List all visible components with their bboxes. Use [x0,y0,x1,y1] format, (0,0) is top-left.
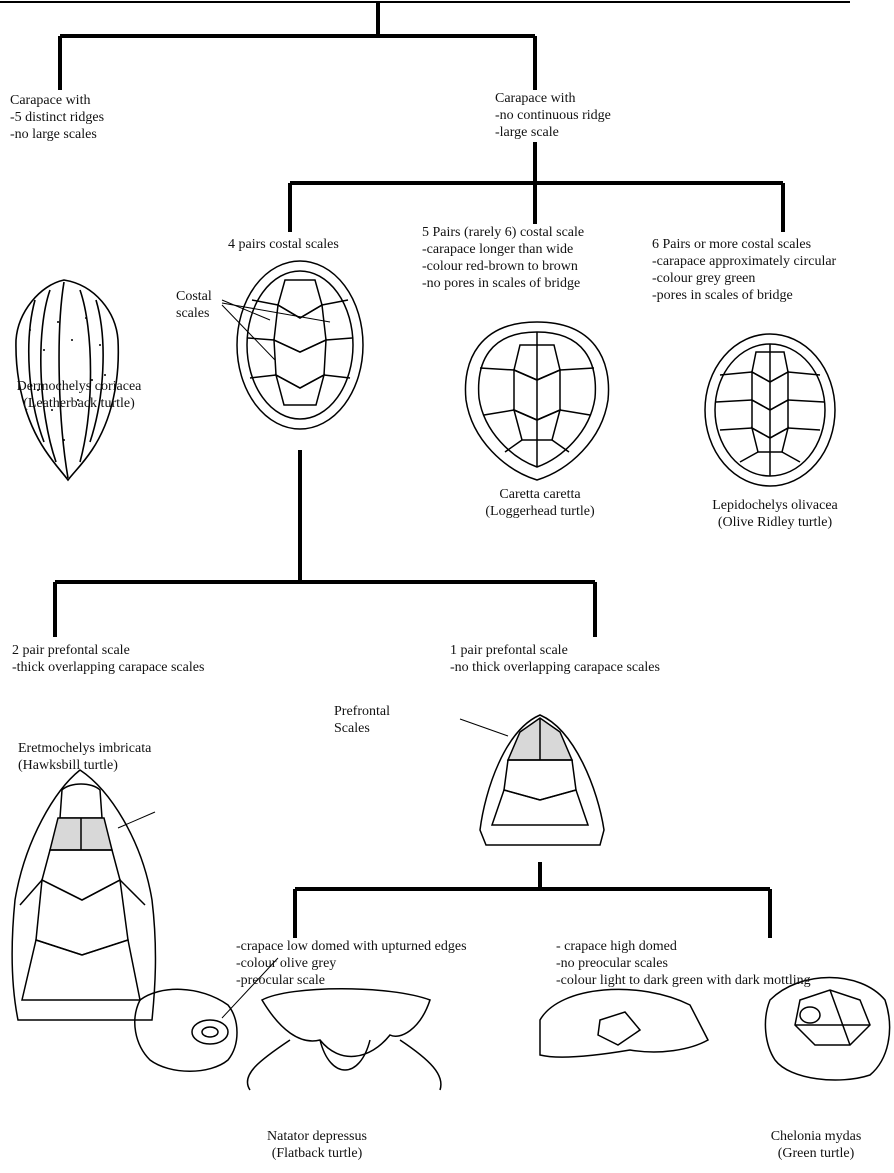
branch-two-prefrontal-line-1: 2 pair prefontal scale [12,642,204,659]
costal-scales-line-1: Costal [176,288,212,305]
branch-high-domed-line-2: -no preocular scales [556,955,811,972]
branch-high-domed-line-1: - crapace high domed [556,938,811,955]
species-flatback-scientific: Natator depressus [252,1128,382,1145]
branch-one-prefrontal-line-2: -no thick overlapping carapace scales [450,659,660,676]
species-hawksbill: Eretmochelys imbricata (Hawksbill turtle… [18,740,151,774]
species-olive-ridley-scientific: Lepidochelys olivacea [700,497,850,514]
species-hawksbill-scientific: Eretmochelys imbricata [18,740,151,757]
species-olive-ridley: Lepidochelys olivacea (Olive Ridley turt… [700,497,850,531]
branch-five-pairs-label: 5 Pairs (rarely 6) costal scale -carapac… [422,224,584,292]
branch-six-pairs-line-4: -pores in scales of bridge [652,287,836,304]
branch-six-pairs-label: 6 Pairs or more costal scales -carapace … [652,236,836,304]
branch-low-domed-label: -crapace low domed with upturned edges -… [236,938,467,989]
four-pairs-carapace-drawing [222,261,363,429]
key-connectors [0,2,850,938]
branch-high-domed-label: - crapace high domed -no preocular scale… [556,938,811,989]
branch-five-pairs-line-3: -colour red-brown to brown [422,258,584,275]
branch-left-line-2: -5 distinct ridges [10,109,104,126]
branch-right-line-1: Carapace with [495,90,611,107]
branch-right-line-3: -large scale [495,124,611,141]
species-hawksbill-common: (Hawksbill turtle) [18,757,151,774]
species-green-common: (Green turtle) [756,1145,876,1162]
branch-left-line-1: Carapace with [10,92,104,109]
branch-five-pairs-line-2: -carapace longer than wide [422,241,584,258]
branch-two-prefrontal-label: 2 pair prefontal scale -thick overlappin… [12,642,204,676]
species-olive-ridley-common: (Olive Ridley turtle) [700,514,850,531]
hawksbill-head-drawing [12,770,155,1020]
species-loggerhead-common: (Loggerhead turtle) [470,503,610,520]
costal-scales-label: Costal scales [176,288,212,322]
prefrontal-scales-label: Prefrontal Scales [334,703,390,737]
branch-four-pairs-label: 4 pairs costal scales [228,236,339,253]
prefrontal-scales-line-1: Prefrontal [334,703,390,720]
one-pair-prefrontal-head-drawing [460,715,604,845]
branch-low-domed-line-2: -colour olive grey [236,955,467,972]
branch-five-pairs-line-1: 5 Pairs (rarely 6) costal scale [422,224,584,241]
branch-right-label: Carapace with -no continuous ridge -larg… [495,90,611,141]
branch-left-line-3: -no large scales [10,126,104,143]
branch-one-prefrontal-label: 1 pair prefontal scale -no thick overlap… [450,642,660,676]
branch-low-domed-line-1: -crapace low domed with upturned edges [236,938,467,955]
loggerhead-carapace-drawing [465,322,608,480]
species-leatherback: Dermochelys coriacea (Leatherback turtle… [14,378,144,412]
species-loggerhead: Caretta caretta (Loggerhead turtle) [470,486,610,520]
species-green-scientific: Chelonia mydas [756,1128,876,1145]
branch-left-label: Carapace with -5 distinct ridges -no lar… [10,92,104,143]
species-loggerhead-scientific: Caretta caretta [470,486,610,503]
branch-one-prefrontal-line-1: 1 pair prefontal scale [450,642,660,659]
branch-six-pairs-line-1: 6 Pairs or more costal scales [652,236,836,253]
branch-right-line-2: -no continuous ridge [495,107,611,124]
branch-two-prefrontal-line-2: -thick overlapping carapace scales [12,659,204,676]
prefrontal-scales-line-2: Scales [334,720,390,737]
costal-scales-line-2: scales [176,305,212,322]
branch-high-domed-line-3: -colour light to dark green with dark mo… [556,972,811,989]
species-flatback-common: (Flatback turtle) [252,1145,382,1162]
branch-five-pairs-line-4: -no pores in scales of bridge [422,275,584,292]
species-green: Chelonia mydas (Green turtle) [756,1128,876,1162]
olive-ridley-carapace-drawing [705,334,835,486]
green-turtle-drawing [540,978,890,1081]
species-flatback: Natator depressus (Flatback turtle) [252,1128,382,1162]
branch-six-pairs-line-2: -carapace approximately circular [652,253,836,270]
branch-six-pairs-line-3: -colour grey green [652,270,836,287]
species-leatherback-scientific: Dermochelys coriacea [14,378,144,395]
branch-low-domed-line-3: -preocular scale [236,972,467,989]
species-leatherback-common: (Leatherback turtle) [14,395,144,412]
